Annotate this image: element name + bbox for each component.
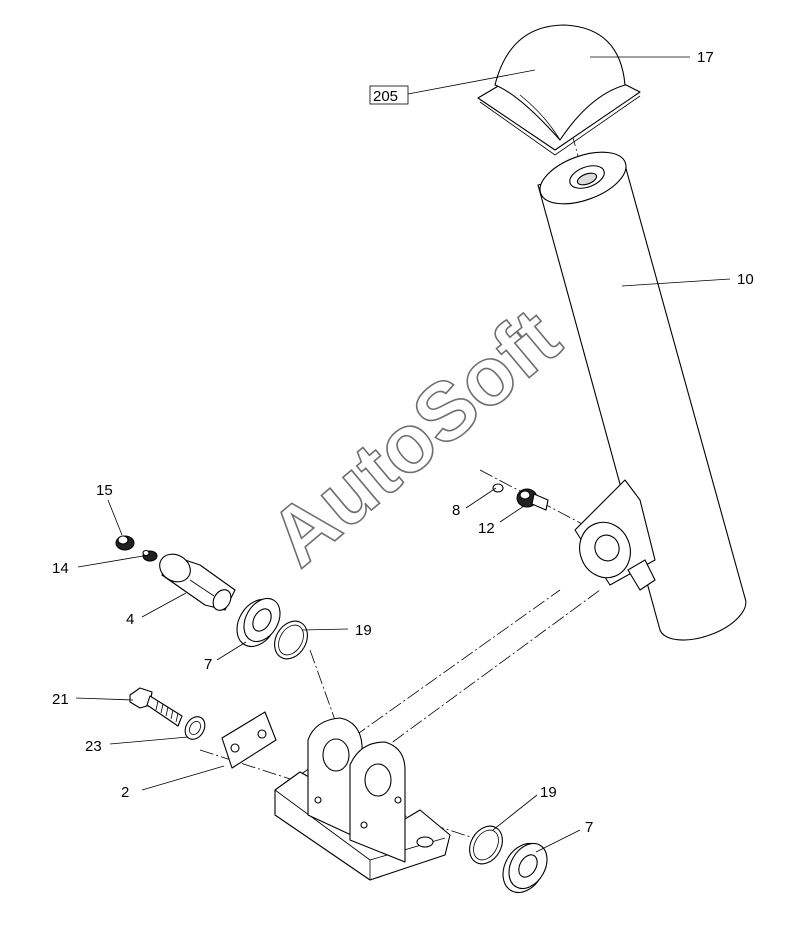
grease-fitting-part-15 — [115, 535, 135, 551]
base-bracket — [274, 717, 451, 881]
bolt-part-21 — [129, 687, 183, 727]
grease-fitting-part-14 — [142, 549, 158, 562]
lock-washer-part-23 — [184, 716, 206, 740]
callout-10: 10 — [737, 271, 754, 288]
callout-23: 23 — [85, 738, 102, 755]
cylinder-part-10 — [537, 151, 747, 641]
callout-labels: 205 17 10 15 14 4 8 12 7 19 21 23 2 19 7 — [52, 49, 754, 836]
cap-part-17 — [477, 24, 641, 156]
o-ring-part-19-lower — [469, 825, 503, 865]
callout-2: 2 — [121, 784, 129, 801]
callout-17: 17 — [697, 49, 714, 66]
washer-part-7-upper — [236, 597, 281, 647]
plate-part-2 — [221, 711, 277, 769]
pin-part-4 — [159, 553, 236, 611]
o-ring-part-19-upper — [274, 620, 308, 660]
callout-14: 14 — [52, 560, 69, 577]
callout-12: 12 — [478, 520, 495, 537]
fitting-part-8 — [492, 483, 504, 493]
callout-8: 8 — [452, 502, 460, 519]
watermark: AutoSoft — [253, 292, 577, 584]
callout-19-lower: 19 — [540, 784, 557, 801]
callout-205: 205 — [373, 88, 398, 105]
callout-7-upper: 7 — [204, 656, 212, 673]
breather-part-12 — [516, 488, 549, 511]
callout-21: 21 — [52, 691, 69, 708]
callout-15: 15 — [96, 482, 113, 499]
callout-19-upper: 19 — [355, 622, 372, 639]
washer-part-7-lower — [502, 842, 548, 893]
callout-4: 4 — [126, 611, 134, 628]
leader-lines — [75, 56, 731, 853]
callout-box-205 — [369, 85, 409, 105]
callout-7-lower: 7 — [585, 819, 593, 836]
